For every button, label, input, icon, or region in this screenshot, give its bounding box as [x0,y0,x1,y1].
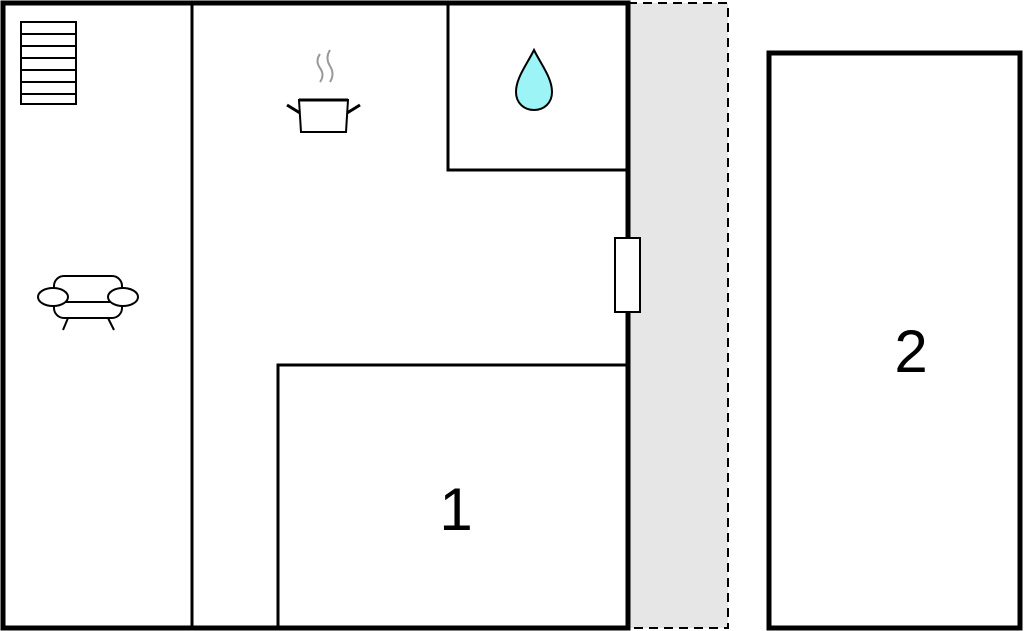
water-drop-icon [514,47,554,112]
annex-building [766,50,1023,631]
bathroom-wall [446,3,628,172]
room-1-number: 1 [439,476,472,543]
room-2-number: 2 [894,318,927,385]
sofa-icon [37,275,139,331]
door-icon [614,237,641,313]
terrace-area [627,2,729,629]
bedroom-1-wall [276,363,628,628]
cooking-pot-icon [286,49,361,133]
stairs-icon [20,21,77,105]
